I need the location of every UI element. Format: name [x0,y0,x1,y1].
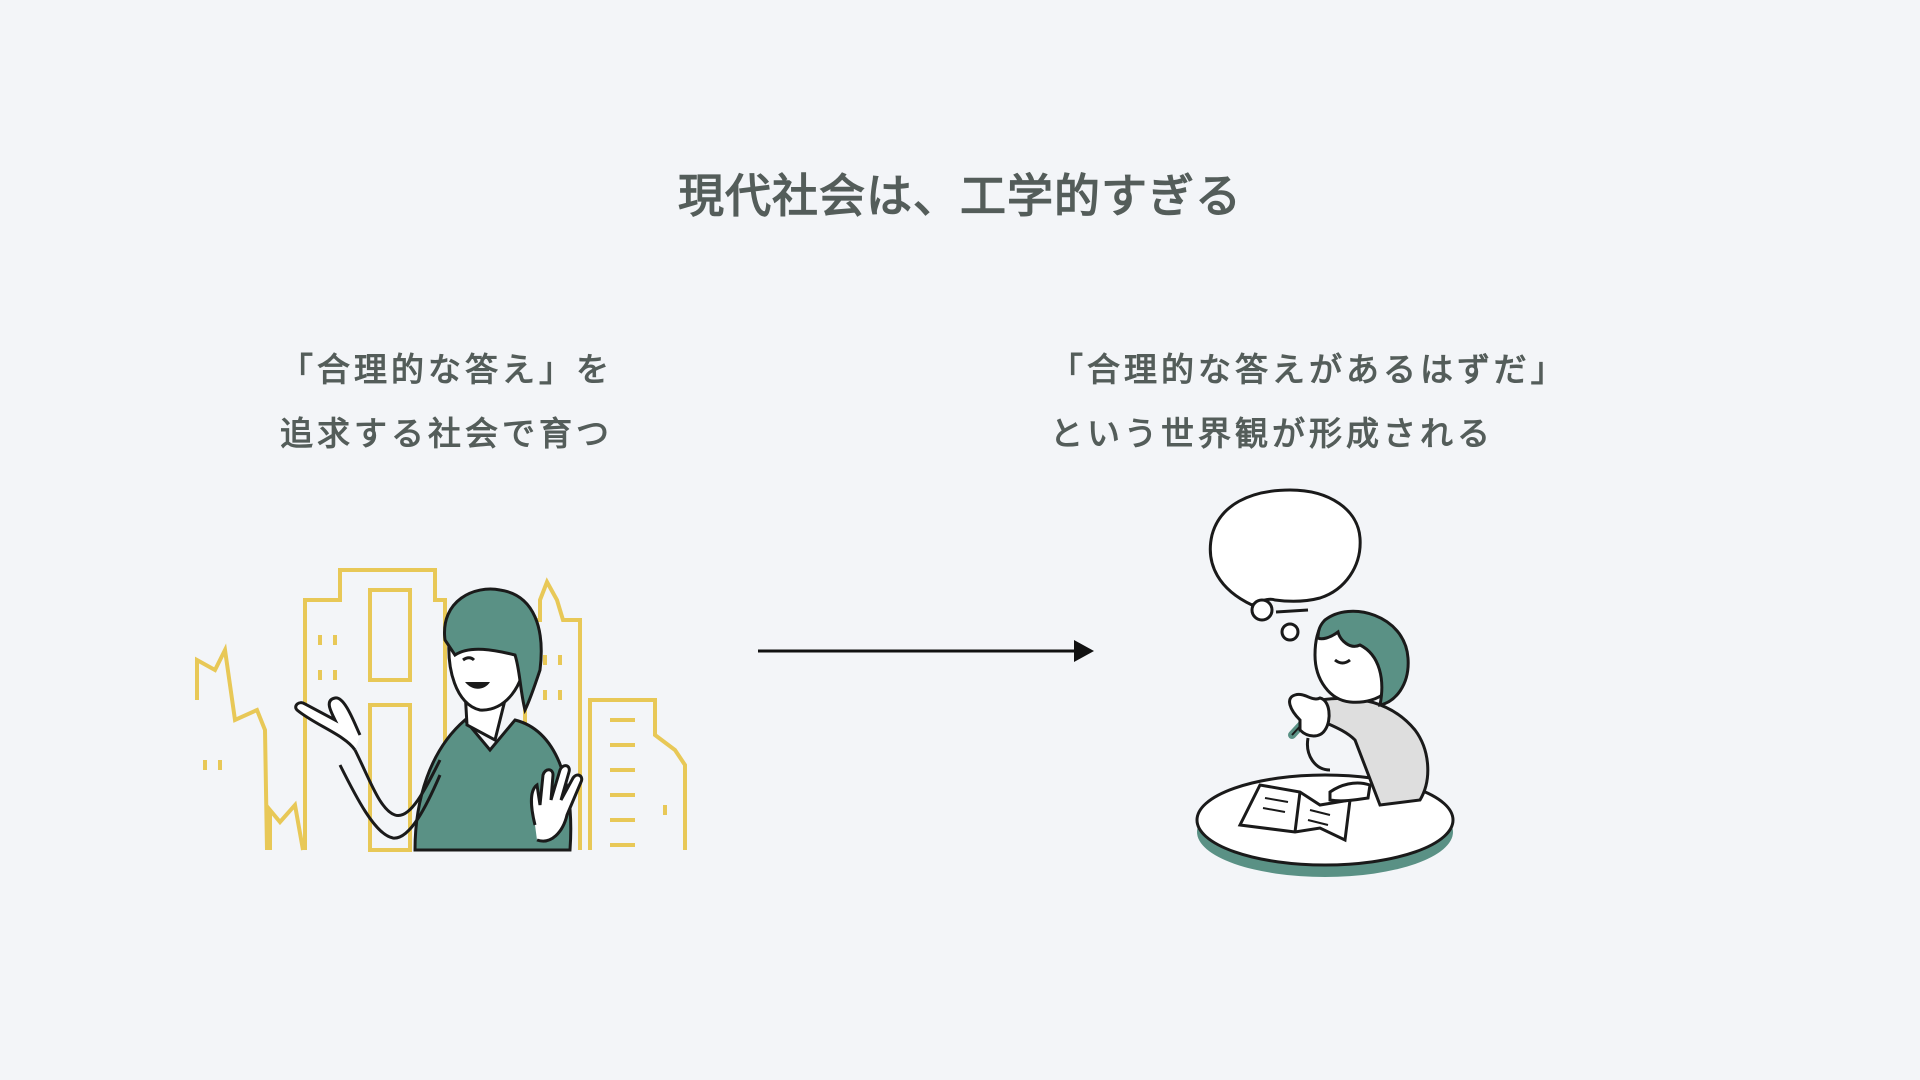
slide-title: 現代社会は、工学的すぎる [0,160,1920,226]
right-caption: 「合理的な答えがあるはずだ」 という世界観が形成される [1050,338,1568,466]
person-pointing-city-illustration [195,560,735,880]
left-caption: 「合理的な答え」を 追求する社会で育つ [280,338,613,466]
right-caption-line-2: という世界観が形成される [1050,402,1568,466]
right-caption-line-1: 「合理的な答えがあるはずだ」 [1050,338,1568,402]
right-arrow-icon [756,636,1096,666]
person-thinking-reading-illustration [1180,480,1470,900]
left-caption-line-2: 追求する社会で育つ [280,402,613,466]
left-caption-line-1: 「合理的な答え」を [280,338,613,402]
